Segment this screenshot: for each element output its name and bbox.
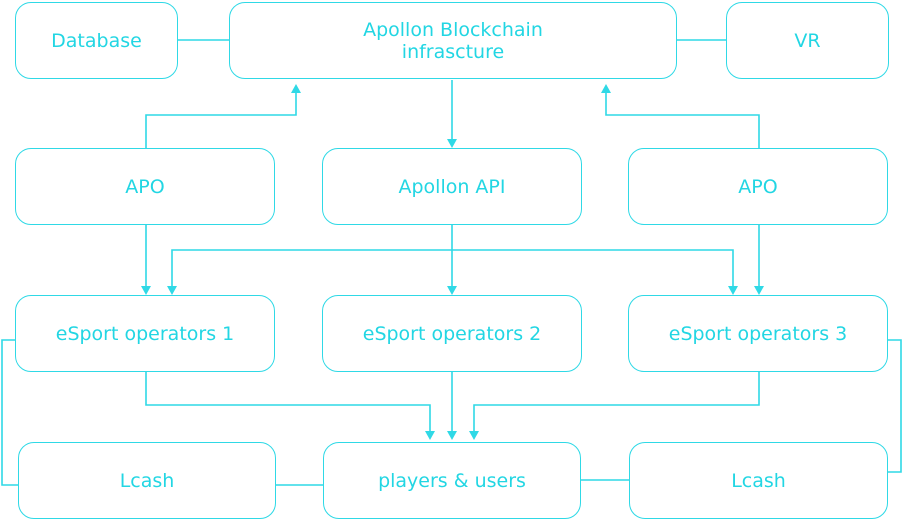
- arrowhead: [447, 286, 457, 295]
- arrowhead: [291, 84, 301, 93]
- database-label: Database: [51, 29, 142, 52]
- lcash-right-label: Lcash: [731, 469, 786, 492]
- apo-left-node: APO: [15, 148, 275, 225]
- operators-3-label: eSport operators 3: [668, 322, 848, 345]
- apo-right-node: APO: [628, 148, 888, 225]
- operators-3-to-players-connector: [473, 372, 760, 432]
- lcash-left-node: Lcash: [18, 442, 276, 519]
- database-node: Database: [15, 2, 178, 79]
- apo-right-label: APO: [738, 175, 778, 198]
- arrowhead: [728, 286, 738, 295]
- operators-1-label: eSport operators 1: [55, 322, 235, 345]
- arrowhead: [425, 431, 435, 440]
- arrowhead: [447, 431, 457, 440]
- arrowhead: [167, 286, 177, 295]
- operators-1-to-players-connector: [145, 372, 431, 432]
- vr-label: VR: [794, 29, 821, 52]
- apo-left-to-blockchain-connector: [145, 92, 297, 148]
- blockchain-node: Apollon Blockchain infrascture: [229, 2, 677, 79]
- operators-1-node: eSport operators 1: [15, 295, 275, 372]
- operators-1-to-lcash-left-connector: [1, 339, 18, 486]
- operators-3-node: eSport operators 3: [628, 295, 888, 372]
- lcash-right-node: Lcash: [629, 442, 888, 519]
- api-to-operators-1-connector: [171, 249, 452, 287]
- arrowhead: [601, 84, 611, 93]
- arrowhead: [469, 431, 479, 440]
- apollon-api-node: Apollon API: [322, 148, 582, 225]
- operators-2-node: eSport operators 2: [322, 295, 582, 372]
- players-users-label: players & users: [378, 469, 526, 492]
- apo-left-label: APO: [125, 175, 165, 198]
- apollon-api-label: Apollon API: [398, 175, 506, 198]
- arrowhead: [754, 286, 764, 295]
- vr-node: VR: [726, 2, 889, 79]
- arrowhead: [141, 286, 151, 295]
- operators-2-label: eSport operators 2: [362, 322, 542, 345]
- lcash-left-label: Lcash: [119, 469, 175, 492]
- arrowhead: [447, 139, 457, 148]
- api-to-operators-3-connector: [452, 249, 734, 287]
- players-users-node: players & users: [323, 442, 581, 519]
- apo-right-to-blockchain-connector: [605, 92, 760, 148]
- blockchain-label: Apollon Blockchain infrascture: [363, 18, 543, 63]
- operators-3-to-lcash-right-connector: [888, 339, 902, 473]
